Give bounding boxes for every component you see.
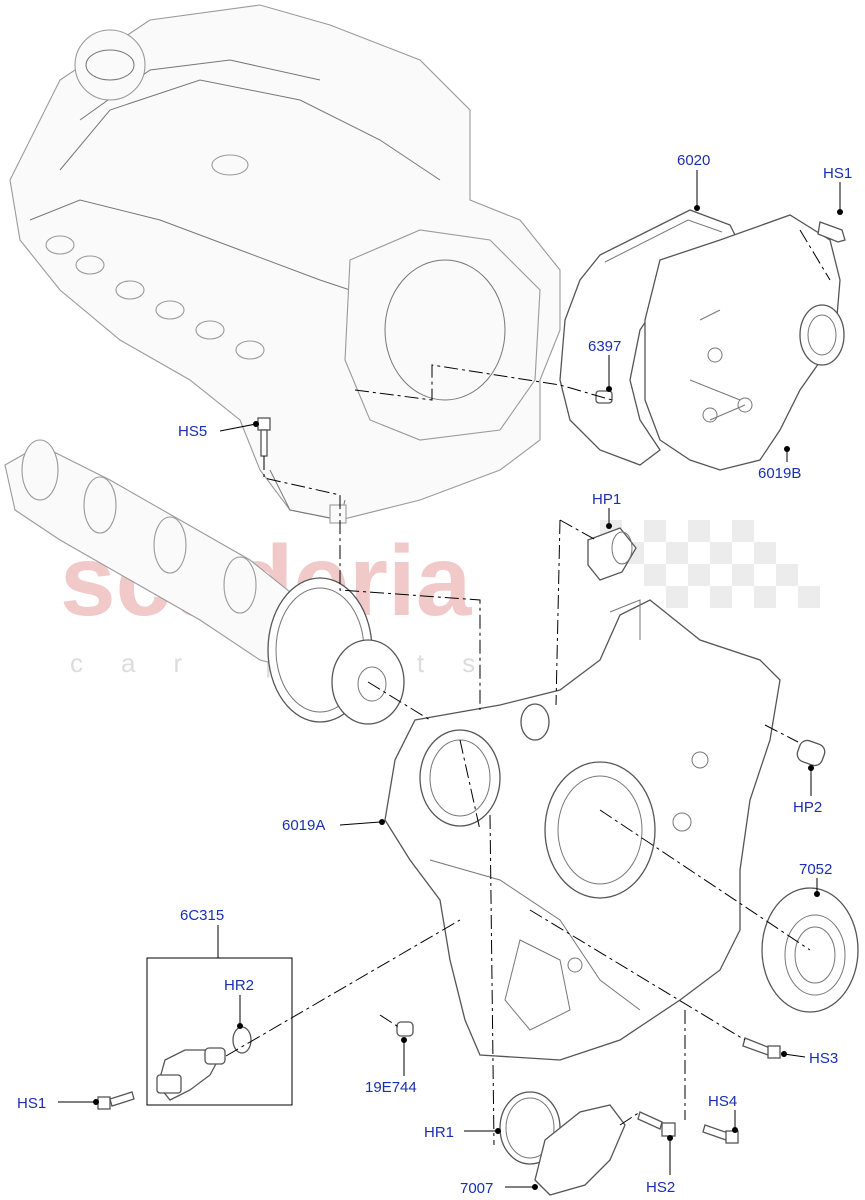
front-cover-6019a xyxy=(384,599,781,1061)
bolt-hs4 xyxy=(702,1124,739,1144)
label-hs4: HS4 xyxy=(708,1093,737,1110)
label-6019b: 6019B xyxy=(758,465,801,482)
bolt-hs1-bottom xyxy=(97,1091,135,1110)
label-hs2: HS2 xyxy=(646,1179,675,1196)
plug-hp2 xyxy=(796,739,826,767)
label-hp2: HP2 xyxy=(793,799,822,816)
dowel-19e744 xyxy=(396,1021,414,1037)
label-6397: 6397 xyxy=(588,338,621,355)
bolt-hs3 xyxy=(742,1037,781,1059)
label-hs1-top: HS1 xyxy=(823,165,852,182)
cylinder-head xyxy=(9,4,561,524)
label-6020: 6020 xyxy=(677,152,710,169)
leaders xyxy=(58,170,843,1190)
plug-hp1 xyxy=(587,527,637,581)
cover-7007 xyxy=(534,1104,626,1196)
part-labels: 6020 HS1 6397 HS5 6019B HP1 HP2 6019A 70… xyxy=(17,152,852,1197)
camshaft xyxy=(4,439,405,725)
label-hr1: HR1 xyxy=(424,1124,454,1141)
label-hs5: HS5 xyxy=(178,423,207,440)
cover-6019b xyxy=(644,214,845,471)
label-19e744: 19E744 xyxy=(365,1079,417,1096)
label-7052: 7052 xyxy=(799,861,832,878)
label-7007: 7007 xyxy=(460,1180,493,1197)
assembly-lines xyxy=(225,229,831,1146)
o-ring-hr2 xyxy=(232,1026,252,1054)
label-6019a: 6019A xyxy=(282,817,325,834)
label-hs3: HS3 xyxy=(809,1050,838,1067)
label-hs1-bottom: HS1 xyxy=(17,1095,46,1112)
label-hp1: HP1 xyxy=(592,491,621,508)
label-hr2: HR2 xyxy=(224,977,254,994)
sensor-6c315 xyxy=(146,957,293,1106)
bolt-hs5 xyxy=(257,417,271,457)
bolt-hs1-top xyxy=(817,221,846,243)
bolt-hs2 xyxy=(637,1111,676,1137)
checkered-flag xyxy=(600,520,820,608)
dowel-6397 xyxy=(595,390,613,404)
label-6c315: 6C315 xyxy=(180,907,224,924)
